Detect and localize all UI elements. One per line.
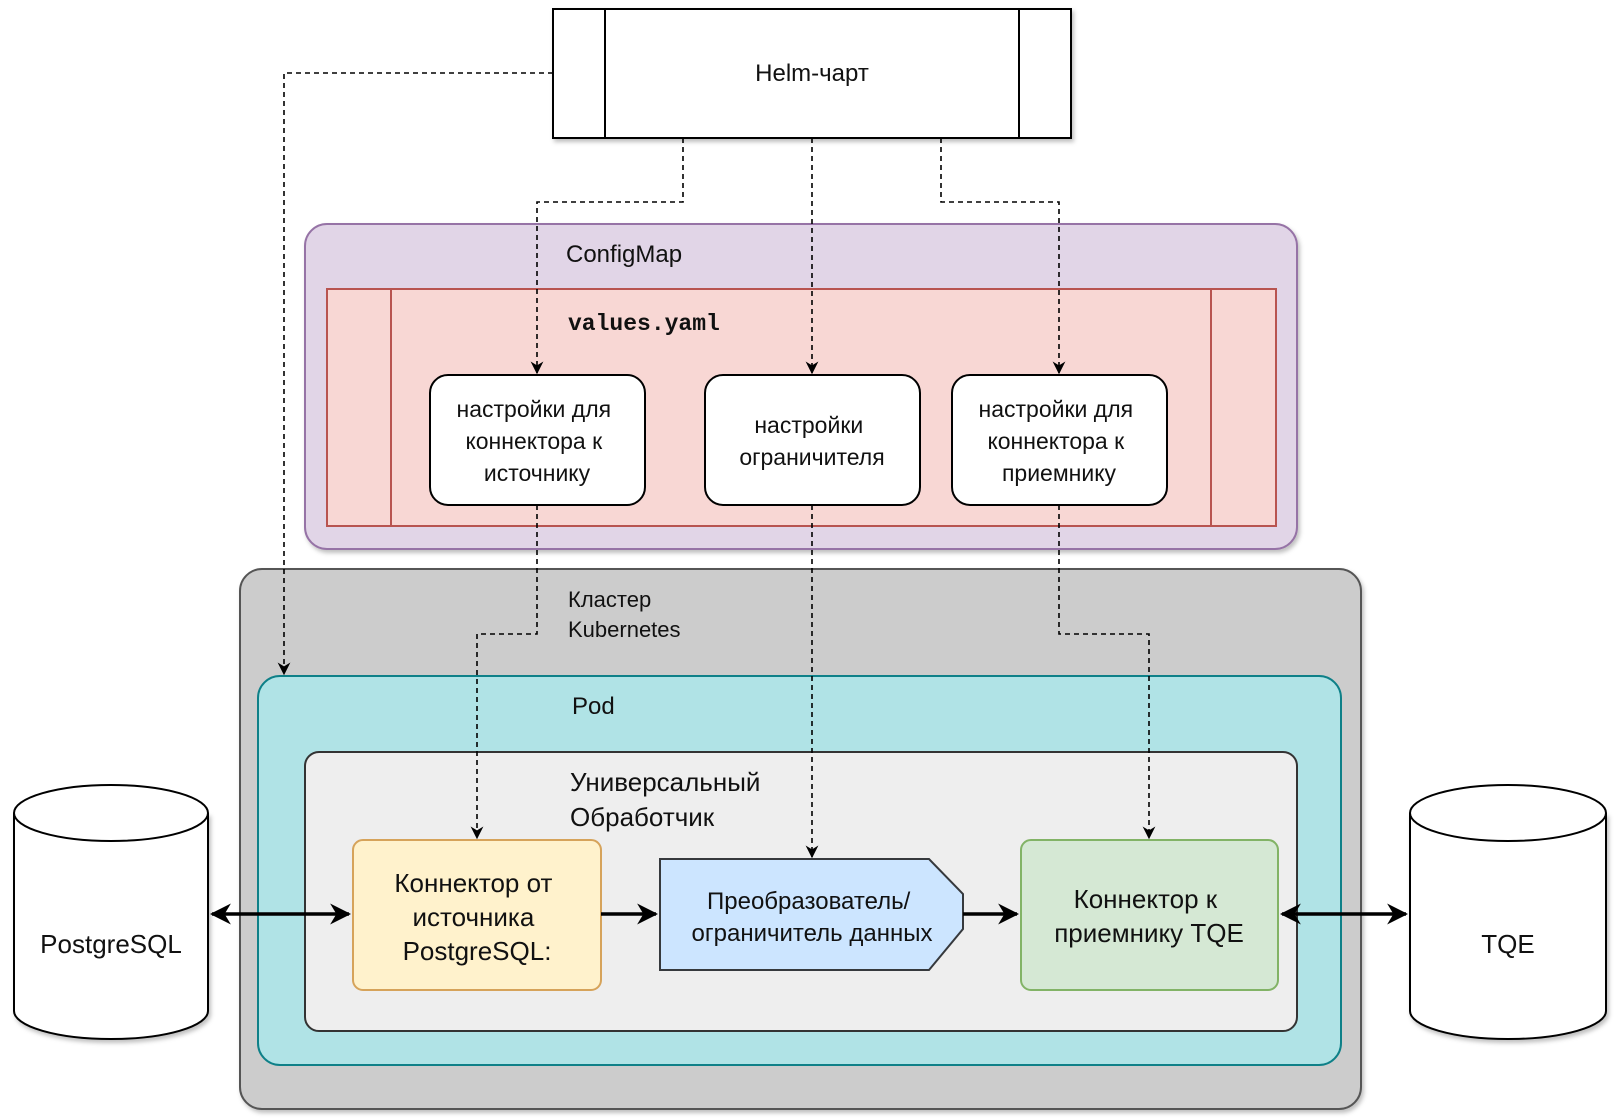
tqe-label: TQE [1481,929,1534,959]
universal-processor-label: Универсальный Обработчик [570,767,768,832]
settings-sink-box: настройки для коннектора к приемнику [951,374,1168,506]
settings-source-box: настройки для коннектора к источнику [429,374,646,506]
settings-source-label: настройки для коннектора к источнику [457,396,618,486]
source-settings-to-connector-arrow [470,505,538,840]
kubernetes-cluster-label: Кластер Kubernetes [568,587,681,642]
source-connector-box: Коннектор от источника PostgreSQL: [352,839,602,991]
sink-settings-to-connector-arrow [1058,505,1156,840]
helm-to-sink-settings-arrow [940,138,1066,375]
pod-label: Pod [572,693,615,720]
helm-chart-box: Helm-чарт [552,8,1072,139]
transformer-limiter-box: Преобразователь/ ограничитель данных [659,858,964,971]
settings-sink-label: настройки для коннектора к приемнику [979,396,1140,486]
transformer-limiter-label: Преобразователь/ ограничитель данных [692,888,933,947]
config-flow-arrows [277,72,1156,859]
postgresql-label: PostgreSQL [40,929,182,959]
sink-connector-label: Коннектор к приемнику TQE [1054,884,1244,948]
tqe-database-icon: TQE [1409,784,1607,1040]
settings-limiter-label: настройки ограничителя [739,412,884,470]
sink-connector-box: Коннектор к приемнику TQE [1020,839,1279,991]
helm-to-pod-arrow [277,72,553,676]
settings-limiter-box: настройки ограничителя [704,374,921,506]
helm-chart-label: Helm-чарт [755,60,869,87]
helm-to-source-settings-arrow [530,138,684,375]
configmap-label: ConfigMap [566,241,682,268]
source-connector-label: Коннектор от источника PostgreSQL: [394,868,559,966]
postgresql-database-icon: PostgreSQL [13,784,209,1040]
values-yaml-label: values.yaml [568,311,720,337]
